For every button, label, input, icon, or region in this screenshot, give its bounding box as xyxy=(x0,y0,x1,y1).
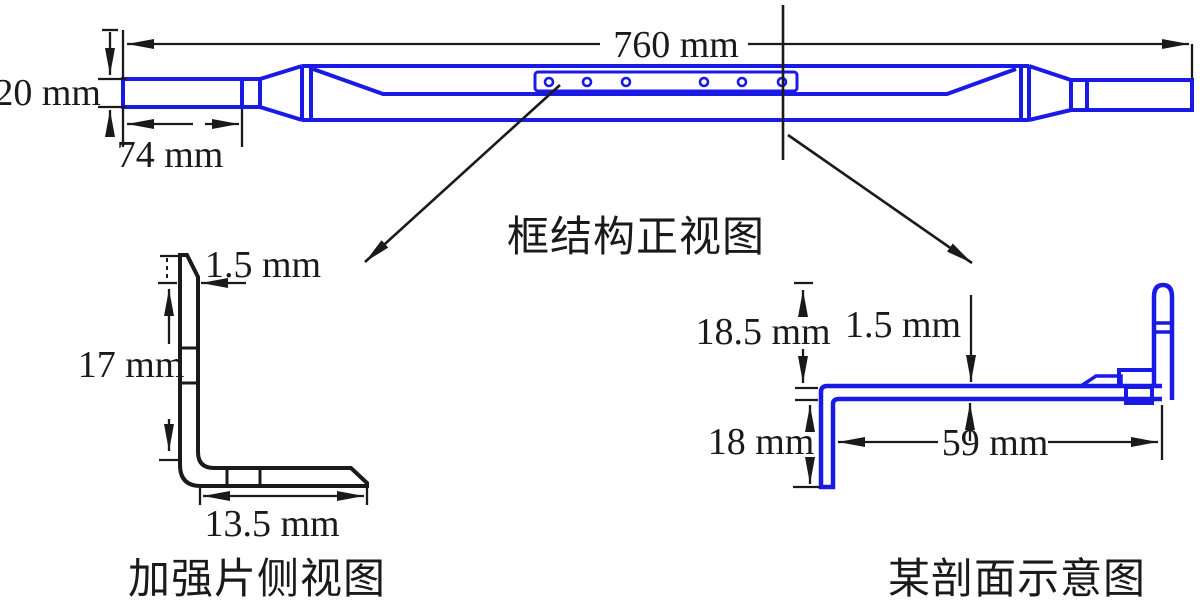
right-taper-bottom xyxy=(1028,108,1072,122)
rivet-hole-3 xyxy=(620,76,632,88)
strip-outline xyxy=(533,70,799,93)
label-185mm: 18.5 mm xyxy=(695,311,830,353)
cross-section-profile xyxy=(818,282,1175,490)
rivet-hole-4 xyxy=(698,76,710,88)
right-taper-top xyxy=(1028,64,1072,82)
section-view-labels: 18.5 mm 1.5 mm 18 mm 59 mm 某剖面示意图 xyxy=(695,304,1146,603)
label-74mm: 74 mm xyxy=(117,134,224,176)
beam-inner-fold-line xyxy=(312,67,1017,96)
caption-section-view: 某剖面示意图 xyxy=(888,556,1146,603)
clamp-block-lower xyxy=(1124,385,1154,405)
frame-front-view-outline xyxy=(121,64,1194,122)
side-view-labels: 1.5 mm 17 mm 13.5 mm 加强片侧视图 xyxy=(78,244,386,603)
label-760mm: 760 mm xyxy=(613,24,739,66)
top-view-labels: 20 mm 760 mm 74 mm 框结构正视图 xyxy=(0,24,765,261)
label-135mm: 13.5 mm xyxy=(204,503,339,545)
section-sheet-and-leg xyxy=(818,383,1162,490)
left-taper-bottom xyxy=(259,105,303,122)
rivet-hole-2 xyxy=(581,76,593,88)
angle-profile-outline xyxy=(178,253,369,488)
title-front-view: 框结构正视图 xyxy=(507,215,765,261)
label-17mm: 17 mm xyxy=(78,344,185,386)
wedge-tab xyxy=(1075,374,1123,388)
left-taper-top xyxy=(259,64,303,81)
side-view-dimensions xyxy=(158,254,369,505)
label-18mm: 18 mm xyxy=(708,421,815,463)
rivet-hole-5 xyxy=(736,76,748,88)
caption-side-view: 加强片侧视图 xyxy=(128,557,386,603)
rivet-hole-1 xyxy=(543,76,555,88)
label-1p5mm-section: 1.5 mm xyxy=(845,304,961,346)
label-59mm: 59 mm xyxy=(942,422,1049,464)
left-end-segment xyxy=(121,77,244,109)
right-end-segment xyxy=(1085,78,1194,112)
clamp-block-upper xyxy=(1117,368,1156,388)
section-view-dimensions xyxy=(793,281,1164,489)
leader-arrow-to-section-view xyxy=(787,133,973,265)
top-view-dimensions xyxy=(98,5,1194,265)
leader-arrow-to-side-view xyxy=(364,84,561,263)
reinforcement-side-view xyxy=(178,253,369,488)
reinforcement-strip xyxy=(533,70,799,93)
label-20mm: 20 mm xyxy=(0,72,101,114)
section-vertical-member xyxy=(1151,282,1175,400)
label-1p5mm-side: 1.5 mm xyxy=(205,244,321,286)
